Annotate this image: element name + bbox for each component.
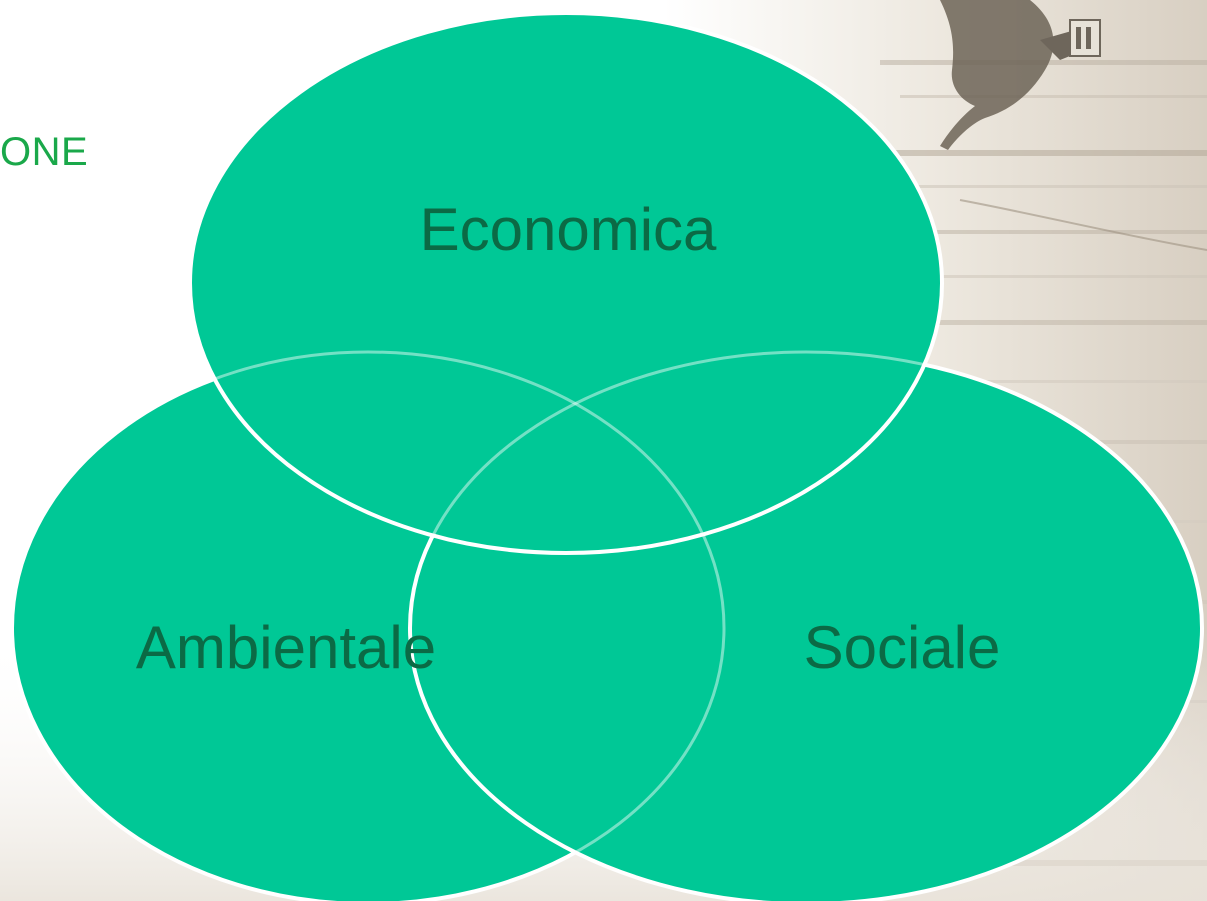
venn-outline-overlay: [10, 350, 1204, 901]
label-sociale: Sociale: [804, 614, 1001, 681]
label-ambientale: Ambientale: [136, 614, 436, 681]
circle-economica: [188, 11, 944, 555]
track-rail-line: [959, 199, 1207, 251]
venn-circles: [10, 11, 1204, 901]
label-economica: Economica: [420, 196, 717, 263]
racehorse-silhouette: [940, 0, 1101, 150]
slide-title-fragment: ONE: [0, 130, 89, 174]
